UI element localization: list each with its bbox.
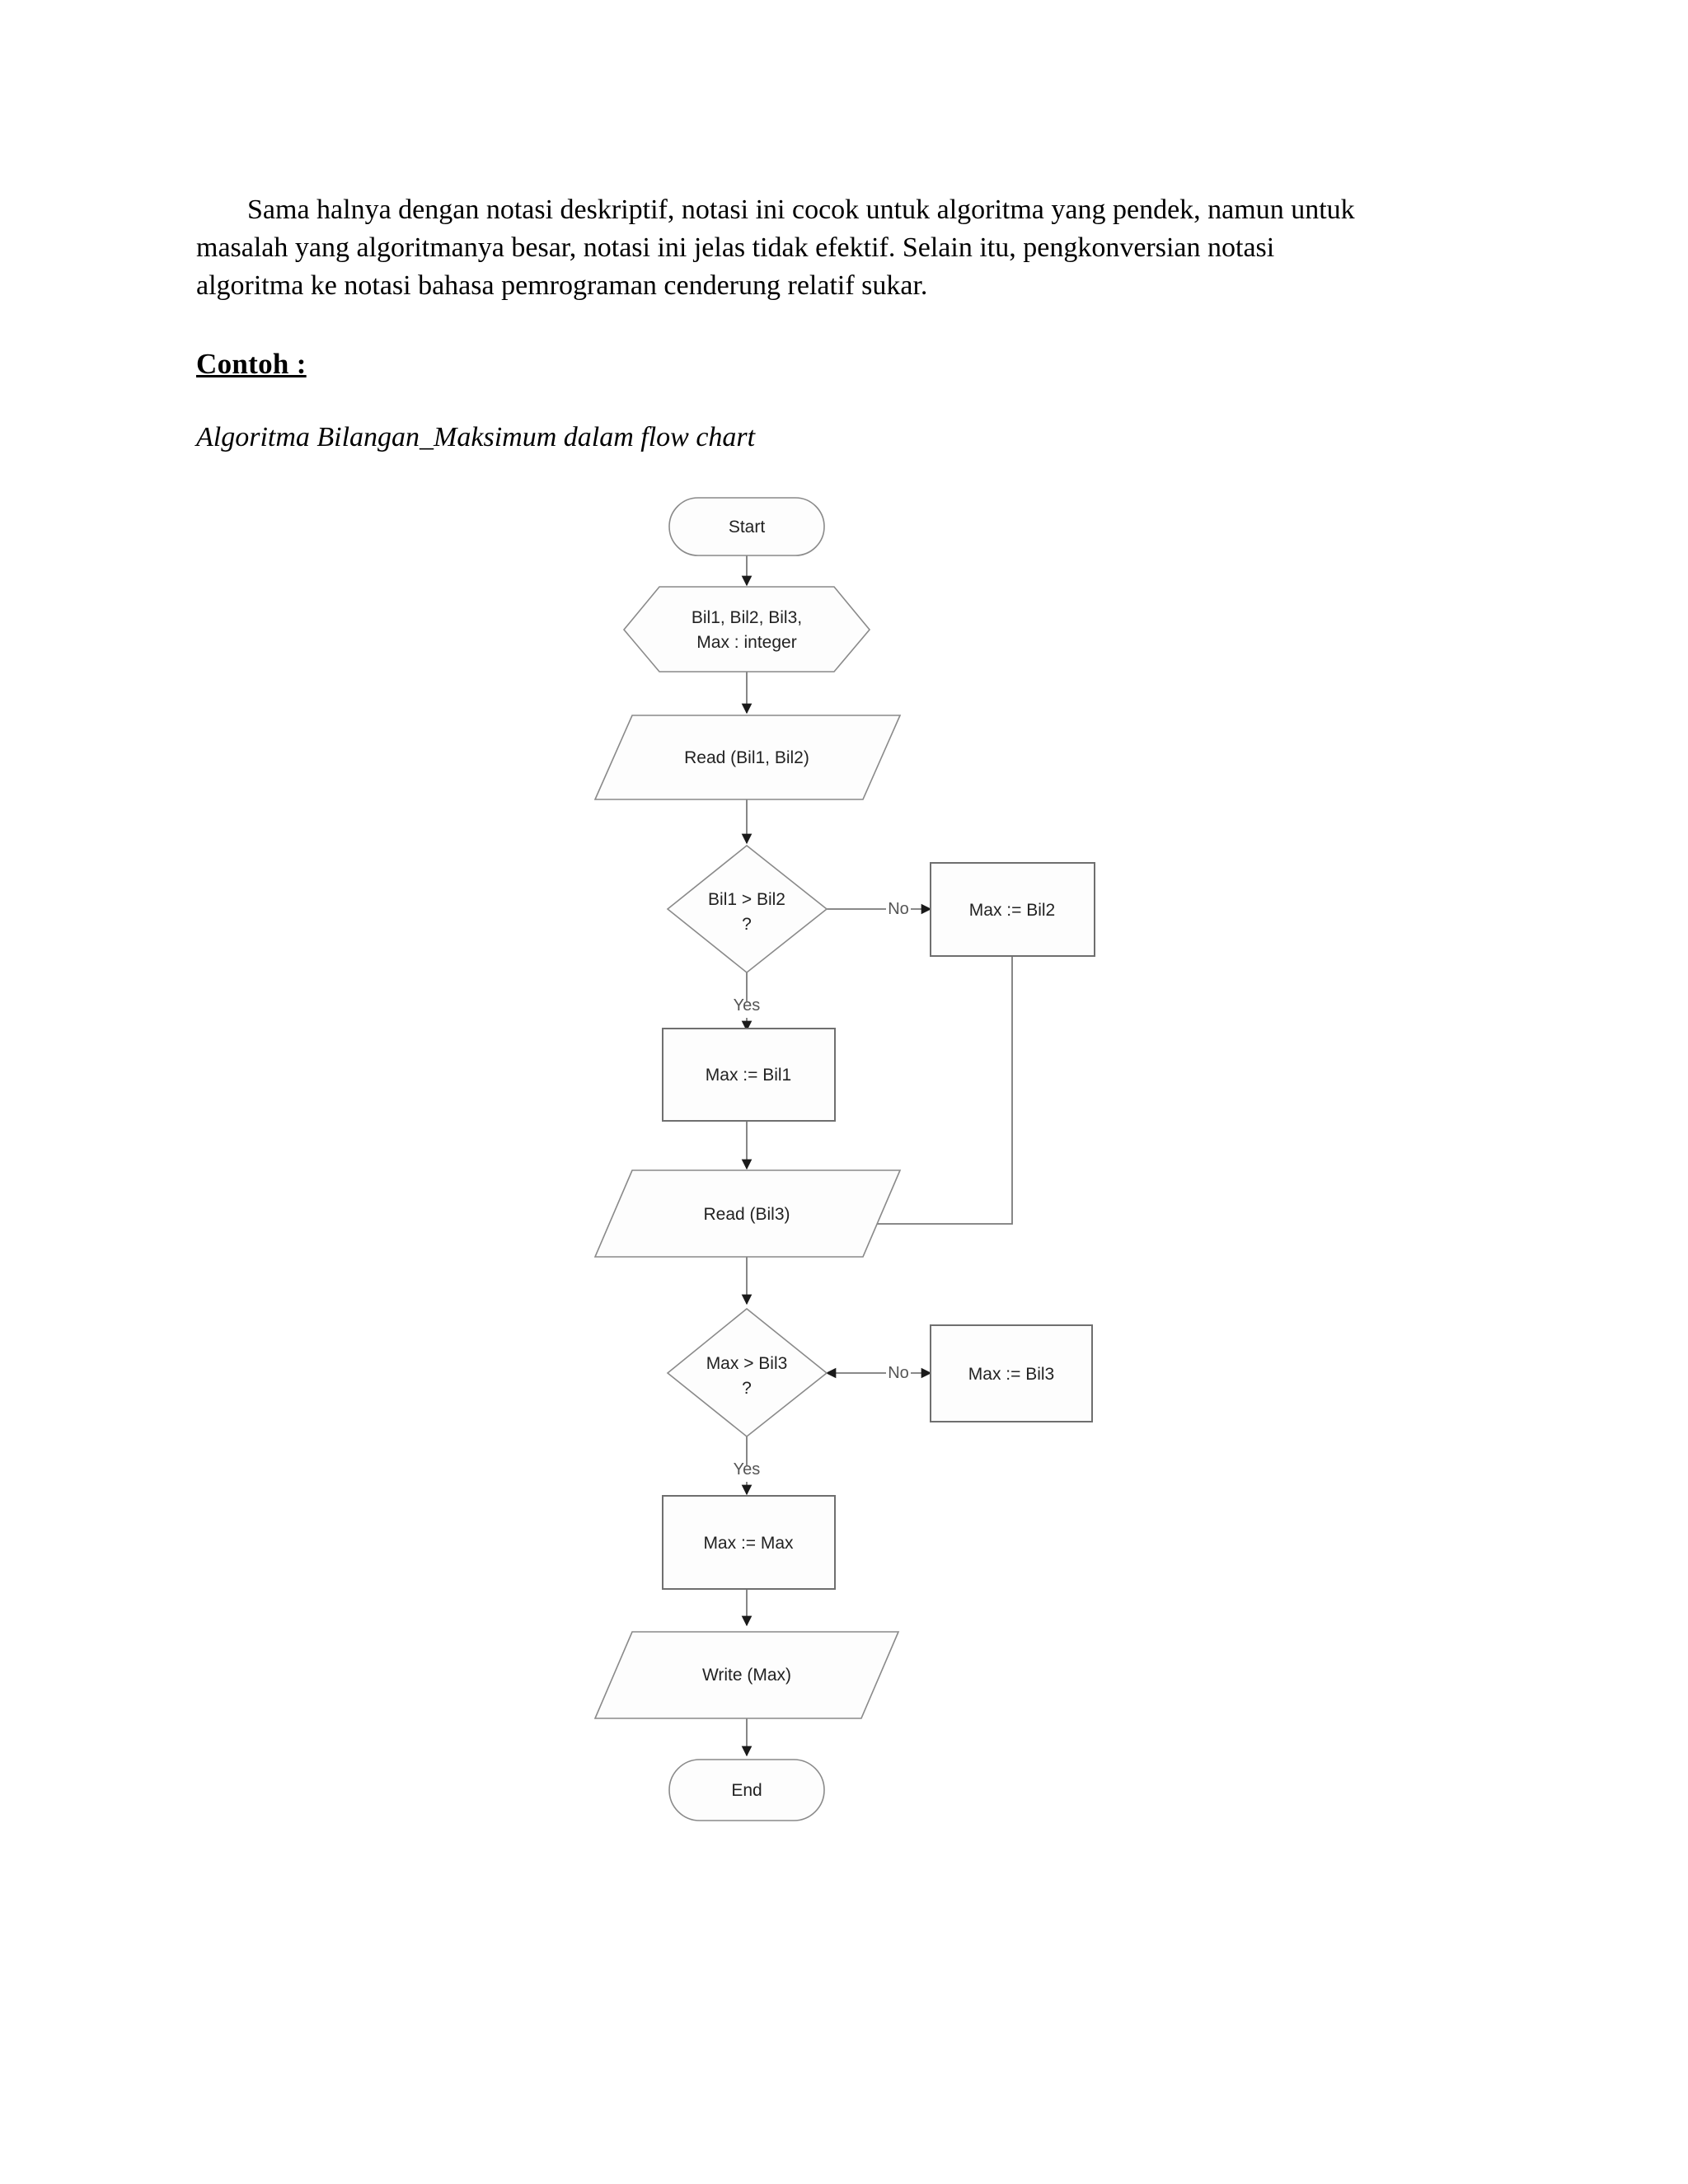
node-max-assign-bil1[interactable]: Max := Bil1 (662, 1028, 836, 1122)
node-read12-label: Read (Bil1, Bil2) (684, 748, 809, 767)
node-maxbil1-label: Max := Bil1 (706, 1066, 791, 1085)
intro-paragraph: Sama halnya dengan notasi deskriptif, no… (196, 191, 1375, 306)
node-decision1-label-line2: ? (742, 915, 752, 934)
node-max-assign-max[interactable]: Max := Max (662, 1495, 836, 1590)
node-maxbil2-label: Max := Bil2 (969, 901, 1055, 920)
node-declare[interactable]: Bil1, Bil2, Bil3, Max : integer (622, 586, 871, 673)
node-end[interactable]: End (668, 1759, 825, 1821)
node-declare-label-line2: Max : integer (696, 633, 796, 652)
node-decision-max-gt-bil3[interactable]: Max > Bil3 ? (666, 1307, 828, 1438)
connector-decision1-no-to-maxbil2: No (827, 900, 932, 918)
connector-decision2-no-to-maxbil3: No (825, 1364, 932, 1382)
flowchart-figure: No Yes No Y (0, 462, 1688, 1879)
node-decision2-label-line2: ? (742, 1379, 752, 1398)
node-write-max[interactable]: Write (Max) (593, 1631, 900, 1719)
node-declare-label-line1: Bil1, Bil2, Bil3, (692, 608, 802, 627)
node-max-assign-bil2[interactable]: Max := Bil2 (930, 862, 1095, 957)
node-read-bil3[interactable]: Read (Bil3) (593, 1169, 902, 1258)
edge-label-yes-1: Yes (734, 996, 761, 1015)
node-maxbil3-label: Max := Bil3 (968, 1365, 1054, 1384)
connector-maxbil2-to-read3 (837, 956, 1013, 1230)
edge-label-no-1: No (888, 900, 909, 918)
node-start[interactable]: Start (668, 497, 825, 556)
node-decision-bil1-gt-bil2[interactable]: Bil1 > Bil2 ? (666, 844, 828, 974)
flowchart-subtitle: Algoritma Bilangan_Maksimum dalam flow c… (196, 422, 756, 452)
node-decision2-label-line1: Max > Bil3 (706, 1354, 788, 1373)
node-decision1-label-line1: Bil1 > Bil2 (708, 890, 785, 909)
node-start-label: Start (729, 518, 766, 537)
node-max-assign-bil3[interactable]: Max := Bil3 (930, 1324, 1093, 1422)
intro-paragraph-block: Sama halnya dengan notasi deskriptif, no… (196, 191, 1375, 306)
intro-paragraph-text: Sama halnya dengan notasi deskriptif, no… (196, 194, 1355, 302)
connector-decision1-yes-to-maxbil1: Yes (734, 972, 761, 1032)
node-maxmax-label: Max := Max (703, 1534, 794, 1553)
connector-decision2-yes-to-maxmax: Yes (734, 1436, 761, 1496)
node-writemax-label: Write (Max) (702, 1666, 791, 1685)
edge-label-no-2: No (888, 1364, 909, 1382)
node-read3-label: Read (Bil3) (703, 1205, 790, 1224)
edge-label-yes-2: Yes (734, 1460, 761, 1479)
heading-contoh: Contoh : (196, 348, 307, 380)
node-read-bil1-bil2[interactable]: Read (Bil1, Bil2) (593, 715, 902, 800)
node-end-label: End (731, 1781, 762, 1800)
